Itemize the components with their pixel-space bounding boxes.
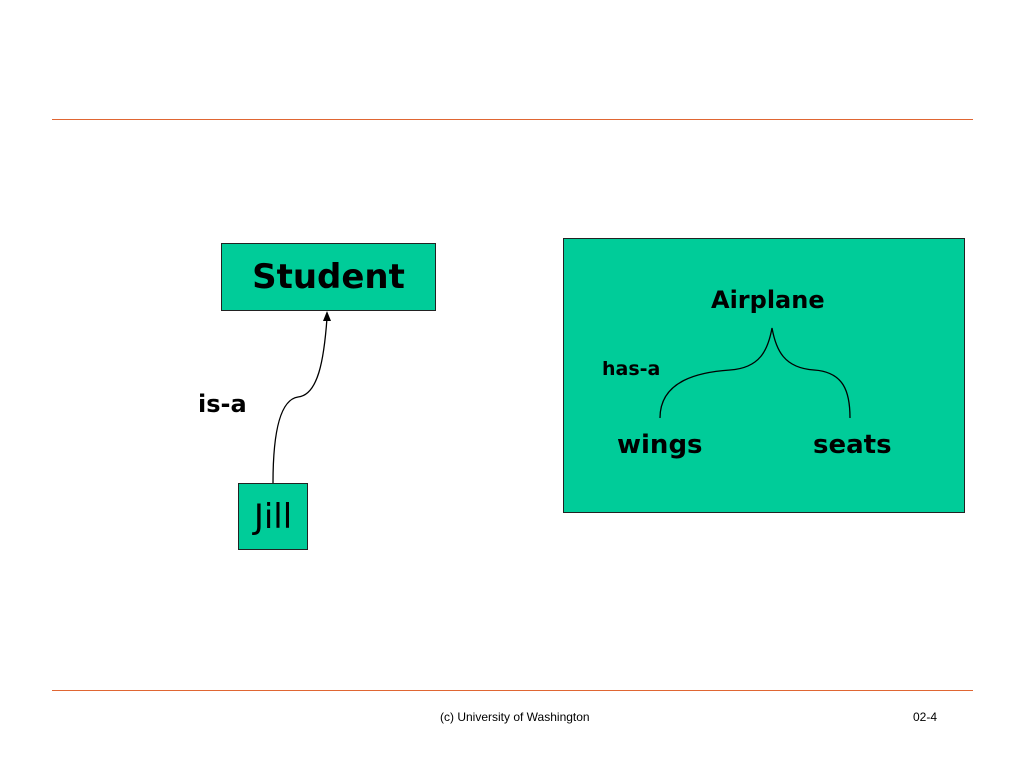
jill-instance-box: Jill [238, 483, 308, 550]
has-a-label: has-a [602, 358, 661, 380]
wings-label: wings [617, 430, 703, 460]
jill-label: Jill [253, 496, 293, 537]
is-a-arrow [272, 317, 328, 484]
bottom-divider [52, 690, 973, 691]
student-class-box: Student [221, 243, 436, 311]
airplane-label: Airplane [711, 286, 825, 314]
slide-number: 02-4 [913, 710, 938, 724]
seats-label: seats [813, 430, 892, 460]
top-divider [52, 119, 973, 120]
copyright-footer: (c) University of Washington [440, 710, 590, 724]
is-a-label: is-a [198, 390, 247, 418]
student-label: Student [252, 257, 405, 297]
is-a-arrowhead [323, 311, 331, 321]
